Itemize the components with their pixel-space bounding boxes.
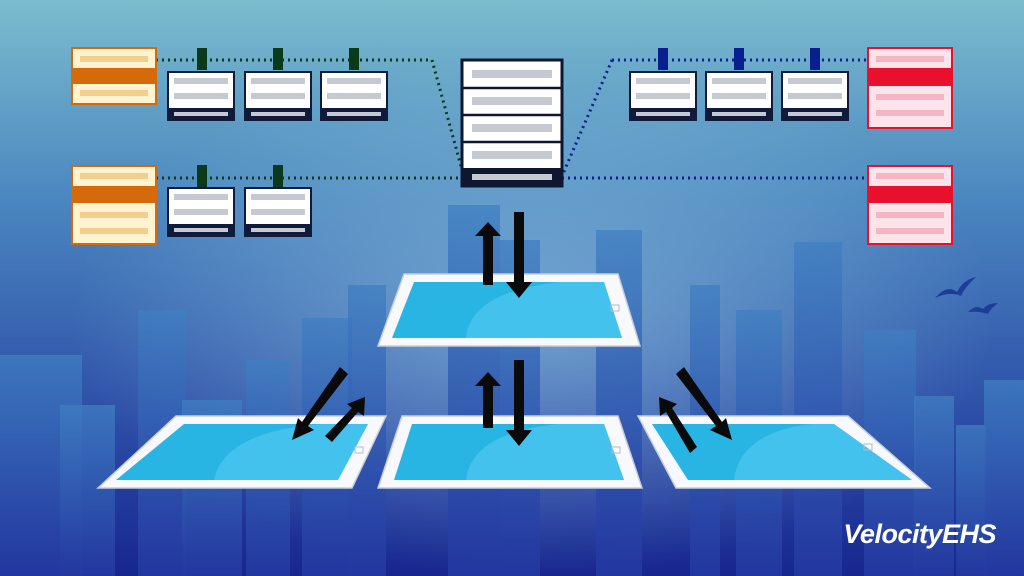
brand-logo-part1: Velocity [843,519,942,549]
bird-icon [935,277,976,298]
data-card [781,48,849,121]
left-source-record-top [71,47,157,105]
data-card [705,48,773,121]
brand-logo-part2: EHS [941,519,997,549]
server-icon [460,58,564,188]
data-card [167,48,235,121]
right-source-record-top [867,47,953,129]
brand-logo: VelocityEHS [843,519,996,550]
data-card [244,48,312,121]
left-source-record-bottom [71,165,157,245]
tablet-icon [376,415,644,489]
right-data-cards [629,48,849,121]
data-card [629,48,697,121]
tablet-icon [636,415,932,489]
connector-lines-left [156,58,464,180]
right-source-record-bottom [867,165,953,245]
bird-icon [968,303,998,314]
data-card [244,165,312,237]
arrow-icon [292,212,732,453]
data-card [167,165,235,237]
left-data-cards [167,48,388,237]
tablet-icon [376,273,642,347]
data-card [320,48,388,121]
